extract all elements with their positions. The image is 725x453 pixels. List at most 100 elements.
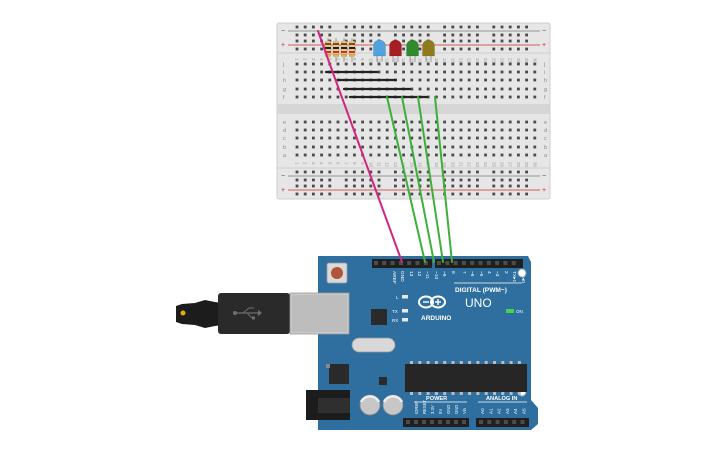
rail-hole[interactable] (303, 178, 307, 182)
terminal-hole[interactable] (508, 70, 512, 74)
terminal-hole[interactable] (353, 62, 356, 66)
terminal-hole[interactable] (459, 145, 463, 149)
rail-hole[interactable] (377, 192, 381, 196)
rail-hole[interactable] (418, 178, 422, 182)
rail-hole[interactable] (320, 47, 323, 51)
terminal-hole[interactable] (492, 78, 496, 82)
terminal-hole[interactable] (508, 95, 512, 99)
rail-hole[interactable] (295, 47, 299, 51)
terminal-hole[interactable] (353, 120, 356, 124)
terminal-hole[interactable] (435, 95, 438, 99)
terminal-hole[interactable] (533, 95, 537, 99)
rail-hole[interactable] (369, 192, 373, 196)
header-pin[interactable] (437, 261, 441, 265)
terminal-hole[interactable] (476, 145, 479, 149)
terminal-hole[interactable] (344, 120, 348, 124)
terminal-hole[interactable] (426, 128, 430, 132)
terminal-hole[interactable] (402, 70, 405, 74)
rail-hole[interactable] (369, 39, 373, 43)
rail-hole[interactable] (426, 170, 430, 174)
header-pin[interactable] (454, 420, 458, 424)
terminal-hole[interactable] (500, 136, 504, 140)
terminal-hole[interactable] (533, 87, 537, 91)
rail-hole[interactable] (418, 47, 422, 51)
rail-hole[interactable] (328, 170, 332, 174)
rail-hole[interactable] (500, 170, 504, 174)
terminal-hole[interactable] (500, 70, 504, 74)
terminal-hole[interactable] (443, 136, 446, 140)
terminal-hole[interactable] (394, 120, 397, 124)
terminal-hole[interactable] (525, 70, 528, 74)
terminal-hole[interactable] (377, 153, 381, 157)
rail-hole[interactable] (410, 33, 414, 37)
terminal-hole[interactable] (467, 128, 471, 132)
terminal-hole[interactable] (476, 153, 479, 157)
header-pin[interactable] (495, 261, 500, 265)
digital-header[interactable] (372, 259, 523, 268)
rail-hole[interactable] (517, 25, 520, 29)
rail-hole[interactable] (451, 192, 455, 196)
rail-hole[interactable] (508, 178, 512, 182)
terminal-hole[interactable] (492, 145, 496, 149)
terminal-hole[interactable] (525, 120, 528, 124)
terminal-hole[interactable] (312, 136, 315, 140)
terminal-hole[interactable] (476, 95, 479, 99)
rail-hole[interactable] (312, 170, 315, 174)
terminal-hole[interactable] (394, 153, 397, 157)
terminal-hole[interactable] (328, 87, 332, 91)
terminal-hole[interactable] (303, 145, 307, 149)
terminal-hole[interactable] (344, 153, 348, 157)
rail-hole[interactable] (508, 33, 512, 37)
terminal-hole[interactable] (377, 145, 381, 149)
terminal-hole[interactable] (344, 145, 348, 149)
rail-hole[interactable] (467, 192, 471, 196)
rail-hole[interactable] (295, 184, 299, 188)
header-pin[interactable] (445, 261, 450, 265)
rail-hole[interactable] (344, 170, 348, 174)
terminal-hole[interactable] (533, 153, 537, 157)
header-pin[interactable] (382, 261, 387, 265)
rail-hole[interactable] (459, 170, 463, 174)
terminal-hole[interactable] (508, 128, 512, 132)
terminal-hole[interactable] (295, 153, 299, 157)
rail-hole[interactable] (361, 170, 364, 174)
terminal-hole[interactable] (443, 87, 446, 91)
rail-hole[interactable] (361, 178, 364, 182)
terminal-hole[interactable] (500, 95, 504, 99)
terminal-hole[interactable] (467, 70, 471, 74)
header-pin[interactable] (414, 420, 418, 424)
rail-hole[interactable] (320, 184, 323, 188)
terminal-hole[interactable] (435, 78, 438, 82)
terminal-hole[interactable] (336, 120, 340, 124)
terminal-hole[interactable] (295, 120, 299, 124)
header-pin[interactable] (461, 261, 466, 265)
led-1[interactable] (373, 39, 386, 62)
rail-hole[interactable] (508, 39, 512, 43)
terminal-hole[interactable] (467, 78, 471, 82)
terminal-hole[interactable] (467, 145, 471, 149)
rail-hole[interactable] (377, 33, 381, 37)
rail-hole[interactable] (402, 25, 405, 29)
terminal-hole[interactable] (402, 128, 405, 132)
header-pin[interactable] (495, 420, 500, 424)
terminal-hole[interactable] (312, 95, 315, 99)
signal-wire-pin-11[interactable] (401, 96, 435, 263)
terminal-hole[interactable] (533, 145, 537, 149)
usb-cable[interactable] (176, 292, 350, 335)
terminal-hole[interactable] (467, 87, 471, 91)
terminal-hole[interactable] (402, 120, 405, 124)
terminal-hole[interactable] (451, 128, 455, 132)
rail-hole[interactable] (369, 33, 373, 37)
terminal-hole[interactable] (295, 95, 299, 99)
terminal-hole[interactable] (443, 153, 446, 157)
rail-hole[interactable] (467, 184, 471, 188)
rail-hole[interactable] (353, 39, 356, 43)
terminal-hole[interactable] (443, 145, 446, 149)
rail-hole[interactable] (443, 25, 446, 29)
terminal-hole[interactable] (435, 128, 438, 132)
terminal-hole[interactable] (312, 70, 315, 74)
rail-hole[interactable] (492, 39, 496, 43)
terminal-hole[interactable] (517, 145, 520, 149)
header-pin[interactable] (453, 261, 458, 265)
terminal-hole[interactable] (517, 62, 520, 66)
